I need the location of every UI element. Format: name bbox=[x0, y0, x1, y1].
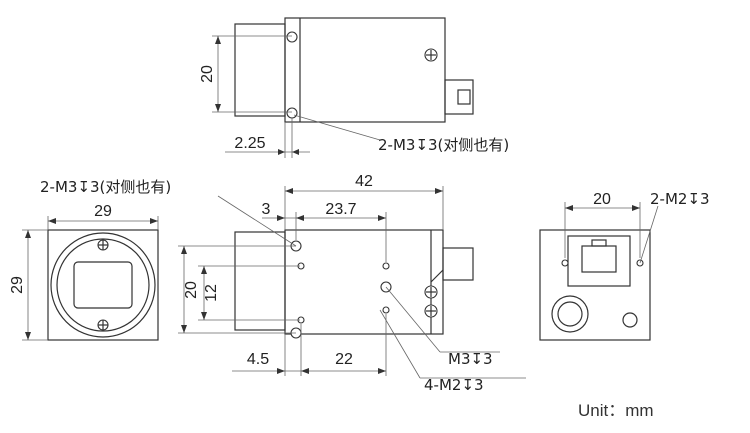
side-bottom-spacing-dim: 22 bbox=[335, 351, 353, 368]
top-view: 20 2.25 2-M3↧3(对侧也有) bbox=[199, 17, 509, 158]
back-view-io-connector bbox=[551, 295, 589, 333]
back-callout-leader bbox=[639, 205, 659, 264]
top-view-body bbox=[284, 17, 446, 123]
back-view-led bbox=[622, 312, 638, 328]
front-width-dim: 29 bbox=[94, 203, 112, 220]
top-view-lens-mount bbox=[234, 23, 286, 117]
back-view-body bbox=[539, 229, 651, 341]
side-view-body bbox=[284, 229, 444, 335]
side-height-outer-dim: 20 bbox=[183, 281, 200, 299]
side-m3-callout: M3↧3 bbox=[448, 350, 493, 368]
top-height-dim: 20 bbox=[199, 65, 216, 83]
front-view-sensor bbox=[73, 261, 133, 309]
top-callout-leader bbox=[293, 114, 381, 141]
side-bottom-offset-dim: 4.5 bbox=[247, 351, 269, 368]
side-m2-callout: 4-M2↧3 bbox=[424, 376, 484, 394]
back-callout: 2-M2↧3 bbox=[650, 190, 710, 208]
top-offset-dim: 2.25 bbox=[234, 135, 265, 152]
top-view-connector-port bbox=[457, 89, 471, 105]
side-callout: 2-M3↧3(对侧也有) bbox=[40, 178, 171, 196]
side-height-inner-dim: 12 bbox=[203, 284, 220, 302]
front-view: 29 29 bbox=[9, 203, 159, 341]
side-length-dim: 42 bbox=[355, 173, 373, 190]
side-view-connector bbox=[442, 247, 474, 281]
front-view-mount-inner bbox=[56, 238, 150, 332]
side-offset-dim: 3 bbox=[262, 201, 271, 218]
front-view-mount-outer bbox=[50, 232, 156, 338]
front-view-body bbox=[47, 229, 159, 341]
top-callout: 2-M3↧3(对侧也有) bbox=[378, 136, 509, 154]
back-width-dim: 20 bbox=[593, 191, 611, 208]
front-height-dim: 29 bbox=[9, 276, 26, 294]
unit-label: Unit：mm bbox=[578, 401, 654, 420]
top-view-hole-upper bbox=[286, 31, 298, 43]
side-view: 2-M3↧3(对侧也有) 42 3 23.7 20 12 bbox=[40, 173, 526, 394]
side-spacing-dim: 23.7 bbox=[325, 201, 356, 218]
side-m2-leader bbox=[379, 309, 421, 379]
side-m3-leader bbox=[385, 286, 441, 353]
top-view-connector bbox=[444, 79, 474, 115]
side-view-lens-mount bbox=[234, 231, 286, 331]
side-callout-leader bbox=[217, 195, 297, 247]
back-view: 20 2-M2↧3 bbox=[539, 190, 710, 341]
back-view-ethernet-port bbox=[567, 235, 631, 287]
top-view-hole-lower bbox=[286, 107, 298, 119]
back-hole-left bbox=[561, 259, 569, 267]
